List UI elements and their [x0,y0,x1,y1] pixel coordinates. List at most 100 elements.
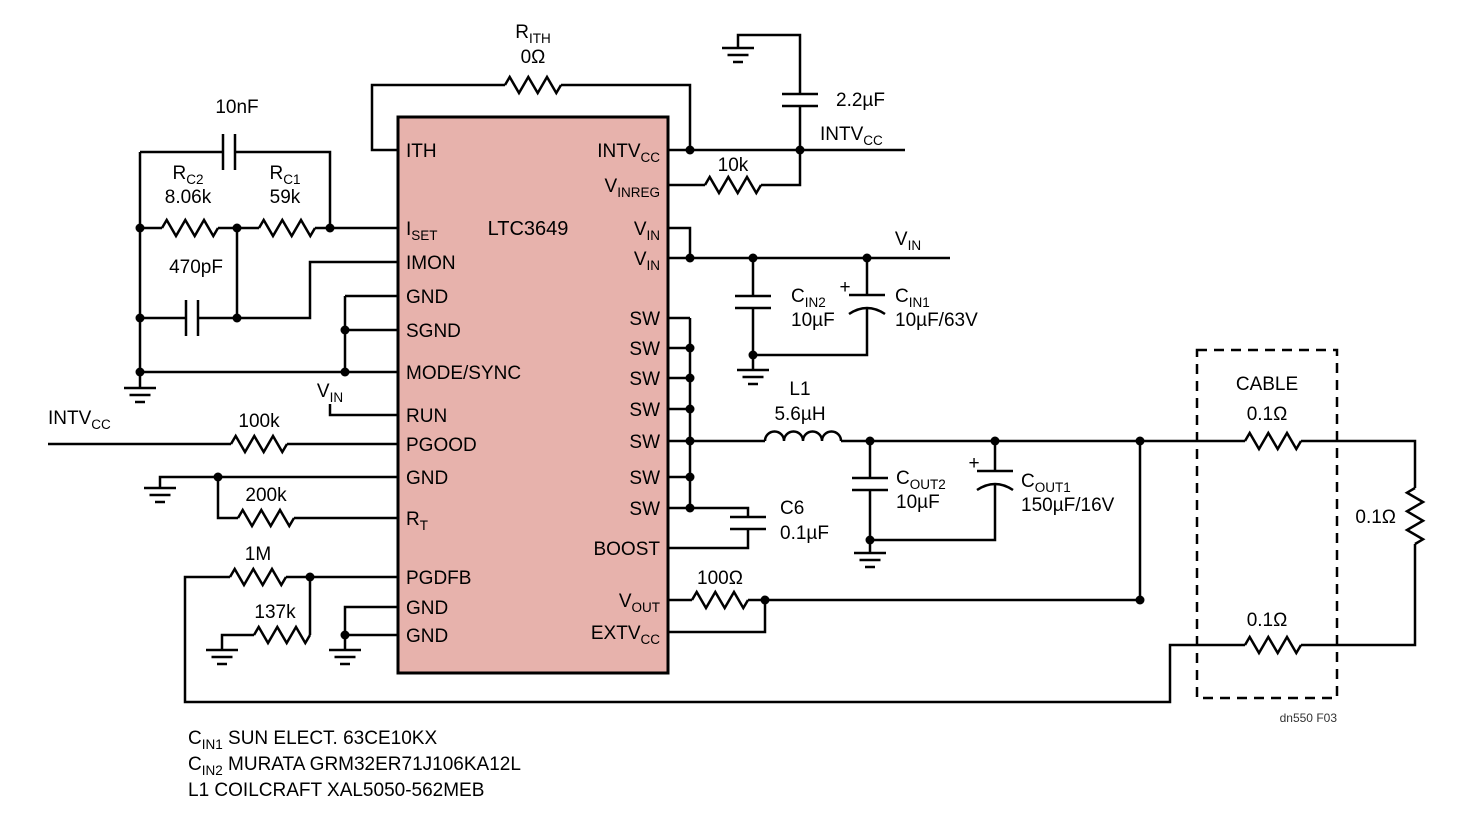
junction-dot [685,253,695,263]
pin-vin-1: VIN [634,219,660,243]
pin-sgnd: SGND [406,321,461,342]
pin-vout: VOUT [619,591,660,615]
wire-cable-bottom-feedback [183,575,1245,704]
label-cable-rtop-value: 0.1Ω [1247,404,1288,425]
pin-boost: BOOST [593,539,660,560]
label-vin-run: VIN [317,381,343,405]
junction-dot [1135,436,1145,446]
junction-dot [213,472,223,482]
label-200k-value: 200k [245,485,287,506]
junction-dot [340,367,350,377]
junction-dot [685,472,695,482]
wire-cin1 [753,258,869,357]
wires [48,33,1417,704]
pin-sw-5: SW [629,432,660,453]
label-intvcc-top: INTVCC [820,124,883,148]
junction-dot [685,145,695,155]
pin-gnd-2: GND [406,468,448,489]
label-cout1-name: COUT1 [1021,471,1071,495]
label-vin-rail: VIN [895,229,921,253]
note-cin2: CIN2 MURATA GRM32ER71J106KA12L [188,754,521,778]
junction-dot [795,145,805,155]
resistor-rith-symbol [503,75,563,95]
junction-dot [325,223,335,233]
label-cin2-name: CIN2 [791,286,826,310]
label-137k-value: 137k [254,602,296,623]
pin-iset: ISET [406,219,438,243]
ground-symbol [122,386,158,404]
note-l1: L1 COILCRAFT XAL5050-562MEB [188,780,484,801]
pin-sw-4: SW [629,400,660,421]
label-100ohm-value: 100Ω [697,568,743,589]
pin-pgdfb: PGDFB [406,568,471,589]
label-l1-value: 5.6µH [774,404,825,425]
label-cout2-value: 10µF [896,492,940,513]
junction-dot [748,253,758,263]
label-rc1-name: RC1 [270,163,301,187]
label-rc2-value: 8.06k [165,187,212,208]
resistor-rc2-symbol [160,218,220,238]
pin-ith: ITH [406,141,437,162]
label-rith-name: RITH [515,22,550,46]
junction-dot [232,223,242,233]
junction-dot [685,373,695,383]
note-cin1: CIN1 SUN ELECT. 63CE10KX [188,728,437,752]
resistor-load-symbol [1405,486,1425,546]
pin-sw-2: SW [629,339,660,360]
junction-dot [685,436,695,446]
label-cout2-name: COUT2 [896,468,946,492]
pin-extvcc: EXTVCC [591,623,660,647]
ground-symbol [720,46,756,64]
label-cout1-value: 150µF/16V [1021,495,1115,516]
capacitor-c6-symbol [728,515,768,531]
resistor-100ohm-symbol [690,590,750,610]
wire-rt-gnd [158,475,398,520]
label-cable: CABLE [1236,374,1298,395]
junction-dot [305,572,315,582]
wire-470pf-imon [140,260,398,320]
wire-ith-rith-loop [370,83,692,152]
label-c6-name: C6 [780,498,804,519]
pin-imon: IMON [406,253,456,274]
pin-pgood: PGOOD [406,435,477,456]
ground-symbol [852,551,888,569]
junction-dot [1135,595,1145,605]
ground-symbol [327,648,363,666]
label-cout1-plus: + [968,453,979,474]
pin-vin-2: VIN [634,249,660,273]
label-rc2-name: RC2 [173,163,204,187]
junction-dot [232,313,242,323]
pin-gnd-1: GND [406,287,448,308]
label-1m-value: 1M [245,544,271,565]
wire-vin-pins [668,226,950,260]
resistor-100k-symbol [229,434,289,454]
pin-sw-7: SW [629,499,660,520]
label-cin1-name: CIN1 [895,286,930,310]
label-10nf-value: 10nF [215,97,258,118]
junction-dot [862,253,872,263]
junction-dot [135,367,145,377]
resistor-cable-top-symbol [1243,431,1303,451]
label-10k-value: 10k [718,155,749,176]
wire-bypass-cap [736,33,802,150]
wire-extvcc [668,600,767,634]
wire-10nf [140,150,332,228]
junction-dot [865,535,875,545]
junction-dot [685,503,695,513]
pin-gnd-3: GND [406,598,448,619]
pin-sw-3: SW [629,369,660,390]
junction-dot [135,223,145,233]
resistor-1m-symbol [228,567,288,587]
pin-rt: RT [406,509,428,533]
label-l1-name: L1 [789,379,810,400]
wire-run-vin-stub [328,404,398,417]
label-bypass-cap-value: 2.2µF [836,90,885,111]
resistor-rc1-symbol [257,218,317,238]
junction-dot [760,595,770,605]
junction-dot [340,630,350,640]
pin-sw-1: SW [629,309,660,330]
figure-number: dn550 F03 [1280,711,1338,725]
label-470pf-value: 470pF [169,257,223,278]
resistor-137k-symbol [252,625,312,645]
